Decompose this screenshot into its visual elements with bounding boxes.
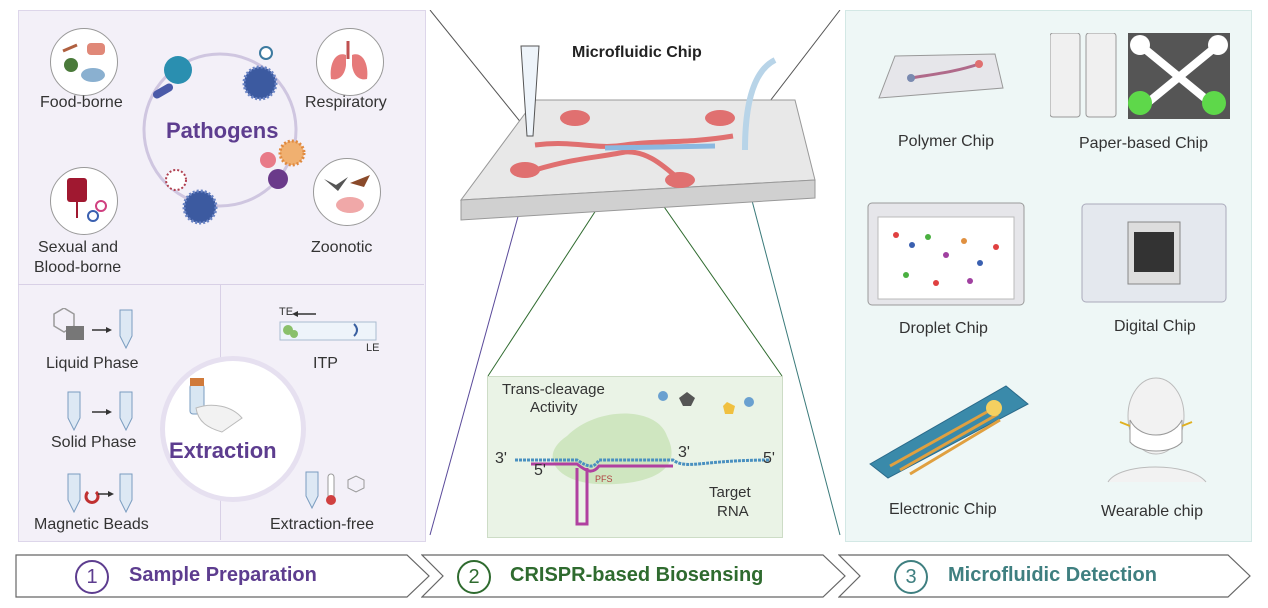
liquid-phase-icon [53, 308, 133, 350]
three-prime-left: 3' [495, 450, 507, 467]
panel-divider-horizontal [18, 284, 424, 285]
paper-chip-icon [1050, 33, 1230, 119]
extraction-free-label: Extraction-free [270, 516, 375, 533]
wearable-chip-label: Wearable chip [1101, 503, 1203, 520]
step-3-number: 3 [894, 560, 928, 594]
electronic-chip-label: Electronic Chip [889, 501, 997, 518]
digital-chip-label: Digital Chip [1114, 318, 1196, 335]
trans-cleavage-label-line2: Activity [530, 399, 578, 416]
magnetic-beads-label: Magnetic Beads [34, 516, 149, 533]
polymer-chip-icon [878, 53, 1004, 99]
hand-tube-icon [189, 378, 243, 433]
droplet-chip-label: Droplet Chip [899, 320, 988, 337]
liquid-phase-label: Liquid Phase [46, 355, 139, 372]
magnetic-beads-icon [67, 473, 133, 514]
crispr-complex-illustration [515, 391, 772, 526]
step-1-banner: 1 Sample Preparation [15, 554, 431, 598]
extraction-free-icon [305, 471, 365, 510]
step-3-banner: 3 Microfluidic Detection [838, 554, 1252, 598]
step-1-label: Sample Preparation [129, 564, 317, 586]
three-prime-mid: 3' [678, 444, 690, 461]
pathogens-ring [142, 52, 298, 208]
droplet-chip-icon [867, 202, 1025, 306]
electronic-chip-icon [869, 385, 1029, 479]
itp-label: ITP [313, 355, 338, 372]
sexual-blood-label-line2: Blood-borne [34, 259, 122, 276]
target-rna-label-line1: Target [709, 484, 751, 501]
wearable-mask-icon [1107, 377, 1207, 483]
step-2-label: CRISPR-based Biosensing [510, 564, 764, 586]
itp-te-label: TE [279, 306, 294, 318]
extraction-title: Extraction [169, 438, 277, 463]
target-rna-label-line2: RNA [717, 503, 749, 520]
five-prime-left: 5' [534, 462, 546, 479]
pfs-label: PFS [595, 474, 613, 484]
crispr-diagram-box [487, 376, 783, 538]
five-prime-right: 5' [763, 450, 775, 467]
food-borne-icon [50, 28, 118, 96]
pathogens-title: Pathogens [166, 118, 279, 143]
step-2-banner: 2 CRISPR-based Biosensing [421, 554, 847, 598]
step-1-number: 1 [75, 560, 109, 594]
trans-cleavage-label-line1: Trans-cleavage [502, 381, 605, 398]
extraction-circle [160, 356, 306, 502]
itp-icon [279, 311, 377, 341]
digital-chip-icon [1081, 203, 1227, 303]
solid-phase-label: Solid Phase [51, 434, 137, 451]
polymer-chip-label: Polymer Chip [898, 133, 995, 150]
virus-cluster-icon [152, 46, 306, 225]
microfluidic-chip-illustration [459, 45, 816, 221]
solid-phase-icon [67, 391, 133, 432]
respiratory-label: Respiratory [305, 94, 387, 111]
microfluidic-chip-title: Microfluidic Chip [572, 44, 702, 61]
paper-chip-label: Paper-based Chip [1079, 135, 1208, 152]
animals-icon [313, 158, 381, 226]
itp-le-label: LE [366, 342, 380, 354]
step-3-label: Microfluidic Detection [948, 564, 1157, 586]
sexual-blood-label-line1: Sexual and [38, 239, 119, 256]
blood-bag-icon [50, 167, 118, 235]
step-2-number: 2 [457, 560, 491, 594]
food-borne-label: Food-borne [40, 94, 123, 111]
zoonotic-label: Zoonotic [311, 239, 373, 256]
lungs-icon [316, 28, 384, 96]
